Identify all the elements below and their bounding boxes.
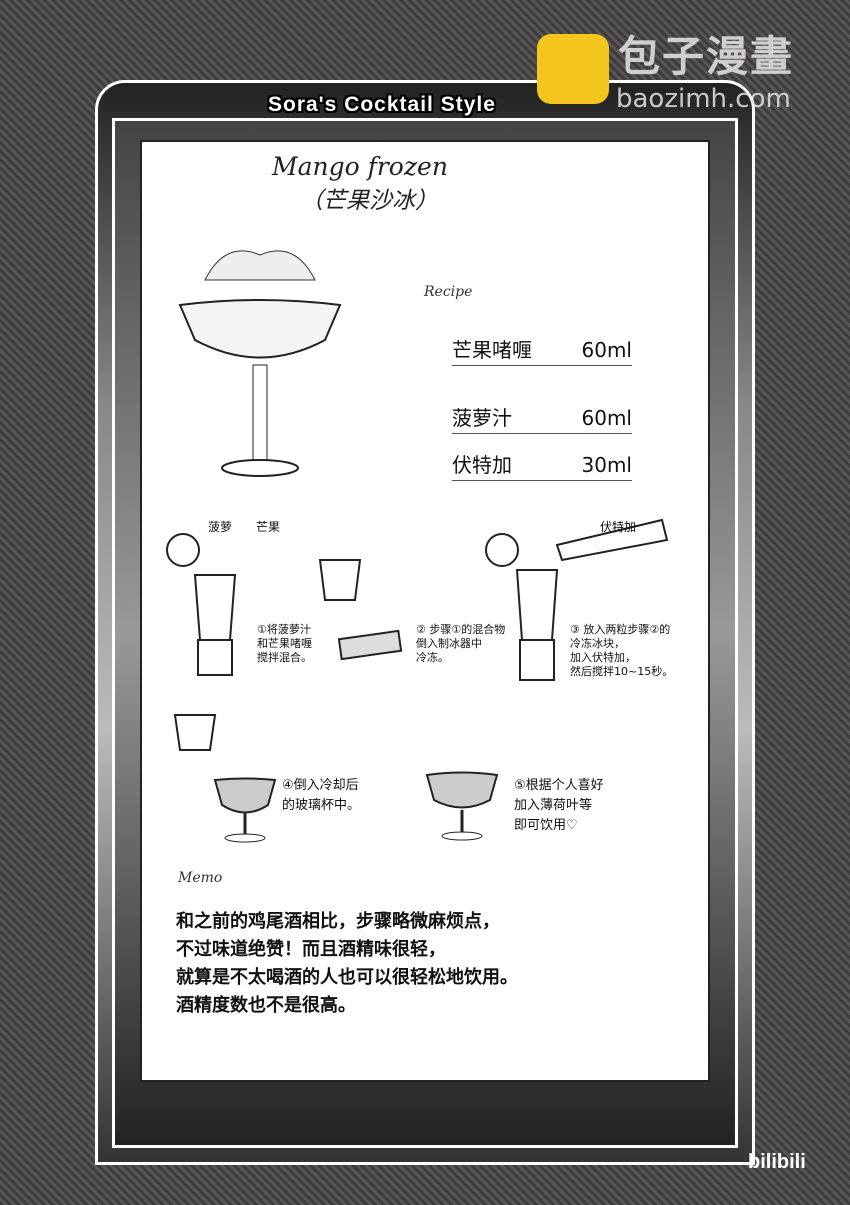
bilibili-watermark: bilibili: [748, 1151, 806, 1173]
ingredient-amount: 30ml: [581, 453, 633, 477]
ingredient-row: 芒果啫喱 60ml: [452, 336, 632, 366]
step-4: ④倒入冷却后的玻璃杯中。: [282, 778, 361, 813]
ingredient-amount: 60ml: [581, 406, 633, 430]
memo-text: 和之前的鸡尾酒相比，步骤略微麻烦点，不过味道绝赞！而且酒精味很轻，就算是不太喝酒…: [176, 911, 518, 1016]
recipe-label: Recipe: [424, 284, 473, 300]
baozi-logo-icon: [537, 34, 609, 104]
ingredient-row: 菠萝汁 60ml: [452, 404, 632, 434]
blender-illustration: [166, 533, 237, 676]
cocktail-subtitle: （芒果沙冰）: [300, 188, 438, 214]
finished-glass-illustration: [425, 771, 499, 841]
ingredient-name: 菠萝汁: [452, 406, 512, 430]
ice-tray-illustration: [318, 559, 403, 661]
memo-label: Memo: [178, 870, 223, 886]
vodka-tag: 伏特加: [600, 520, 637, 534]
cocktail-title: Mango frozen: [272, 152, 448, 181]
ingredient-name: 伏特加: [452, 453, 512, 477]
mango-tag: 芒果: [256, 520, 281, 534]
ingredient-name: 芒果啫喱: [452, 338, 532, 362]
watermark-url: baozimh.com: [616, 84, 791, 114]
ingredient-amount: 60ml: [581, 338, 633, 362]
step-3: ③ 放入两粒步骤②的冷冻冰块，加入伏特加，然后搅拌10~15秒。: [570, 623, 674, 678]
cocktail-glass-illustration: [178, 250, 342, 477]
ingredient-row: 伏特加 30ml: [452, 451, 632, 481]
pineapple-tag: 菠萝: [208, 520, 233, 534]
blender-vodka-illustration: [485, 518, 669, 681]
step-1: ①将菠萝汁和芒果啫喱搅拌混合。: [257, 623, 312, 664]
pour-glass-illustration: [173, 714, 277, 843]
watermark-title: 包子漫畫: [618, 32, 795, 81]
step-2: ② 步骤①的混合物倒入制冰器中冷冻。: [416, 623, 506, 664]
recipe-panel: [140, 140, 710, 1082]
series-banner: Sora's Cocktail Style: [268, 93, 496, 116]
step-5: ⑤根据个人喜好加入薄荷叶等即可饮用♡: [514, 778, 604, 833]
